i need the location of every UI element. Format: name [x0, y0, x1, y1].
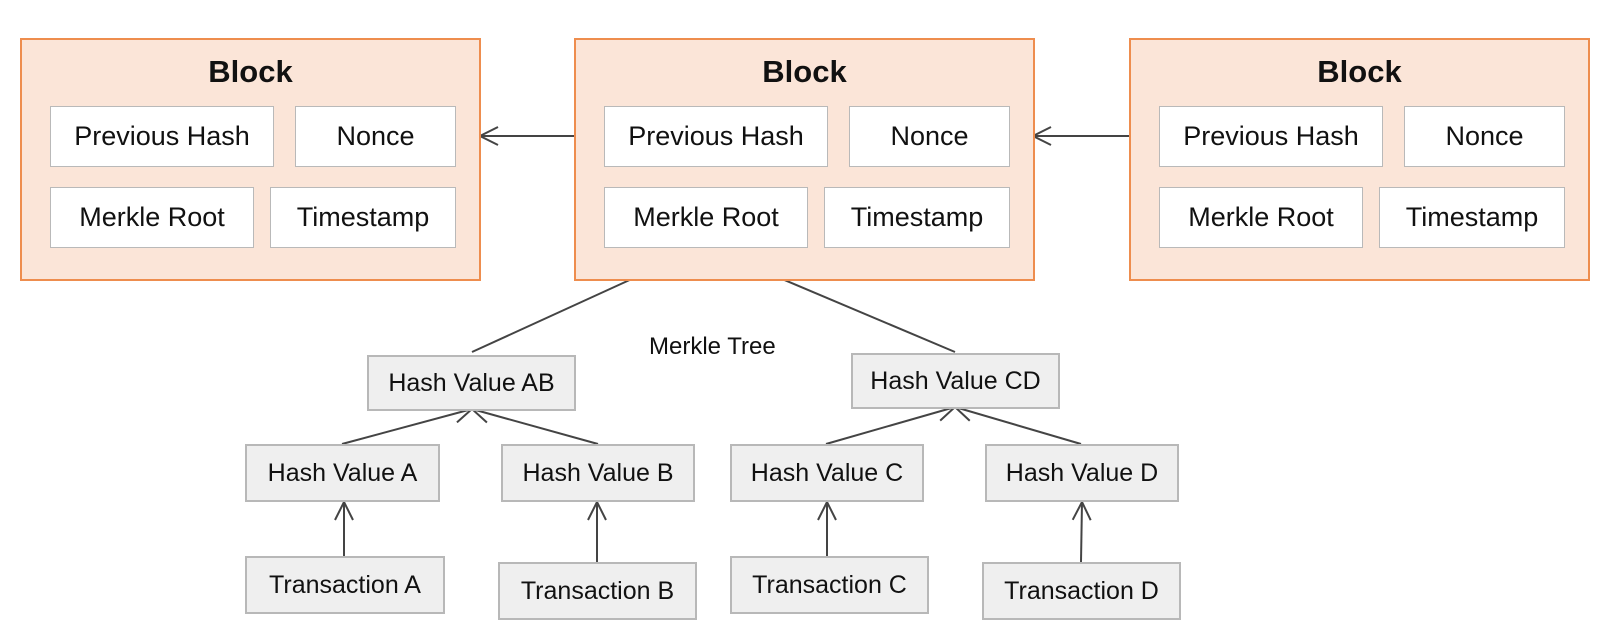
edge-a-to-ab: [341, 409, 472, 445]
hash-value-d-node: Hash Value D: [985, 444, 1179, 502]
timestamp-field: Timestamp: [1379, 187, 1565, 248]
timestamp-field: Timestamp: [270, 187, 456, 248]
block-title: Block: [208, 54, 293, 89]
edge-tx-d: [1081, 502, 1082, 563]
merkle-root-field: Merkle Root: [1159, 187, 1363, 248]
edge-c-to-cd: [825, 407, 955, 445]
transaction-d-node: Transaction D: [982, 562, 1181, 620]
transaction-b-node: Transaction B: [498, 562, 697, 620]
block-title: Block: [1317, 54, 1402, 89]
previous-hash-field: Previous Hash: [50, 106, 274, 167]
merkle-tree-label: Merkle Tree: [649, 333, 776, 360]
previous-hash-field: Previous Hash: [604, 106, 828, 167]
block-1: Block Previous Hash Nonce Merkle Root Ti…: [20, 38, 481, 281]
hash-value-a-node: Hash Value A: [245, 444, 440, 502]
block-3: Block Previous Hash Nonce Merkle Root Ti…: [1129, 38, 1590, 281]
timestamp-field: Timestamp: [824, 187, 1010, 248]
merkle-root-field: Merkle Root: [50, 187, 254, 248]
edge-b-to-ab: [472, 409, 599, 445]
hash-value-cd-node: Hash Value CD: [851, 353, 1060, 409]
hash-value-b-node: Hash Value B: [501, 444, 695, 502]
block-2: Block Previous Hash Nonce Merkle Root Ti…: [574, 38, 1035, 281]
previous-hash-field: Previous Hash: [1159, 106, 1383, 167]
edge-d-to-cd: [955, 407, 1082, 445]
nonce-field: Nonce: [849, 106, 1010, 167]
transaction-c-node: Transaction C: [730, 556, 929, 614]
hash-value-c-node: Hash Value C: [730, 444, 924, 502]
block-title: Block: [762, 54, 847, 89]
hash-value-ab-node: Hash Value AB: [367, 355, 576, 411]
nonce-field: Nonce: [295, 106, 456, 167]
transaction-a-node: Transaction A: [245, 556, 445, 614]
merkle-root-field: Merkle Root: [604, 187, 808, 248]
nonce-field: Nonce: [1404, 106, 1565, 167]
